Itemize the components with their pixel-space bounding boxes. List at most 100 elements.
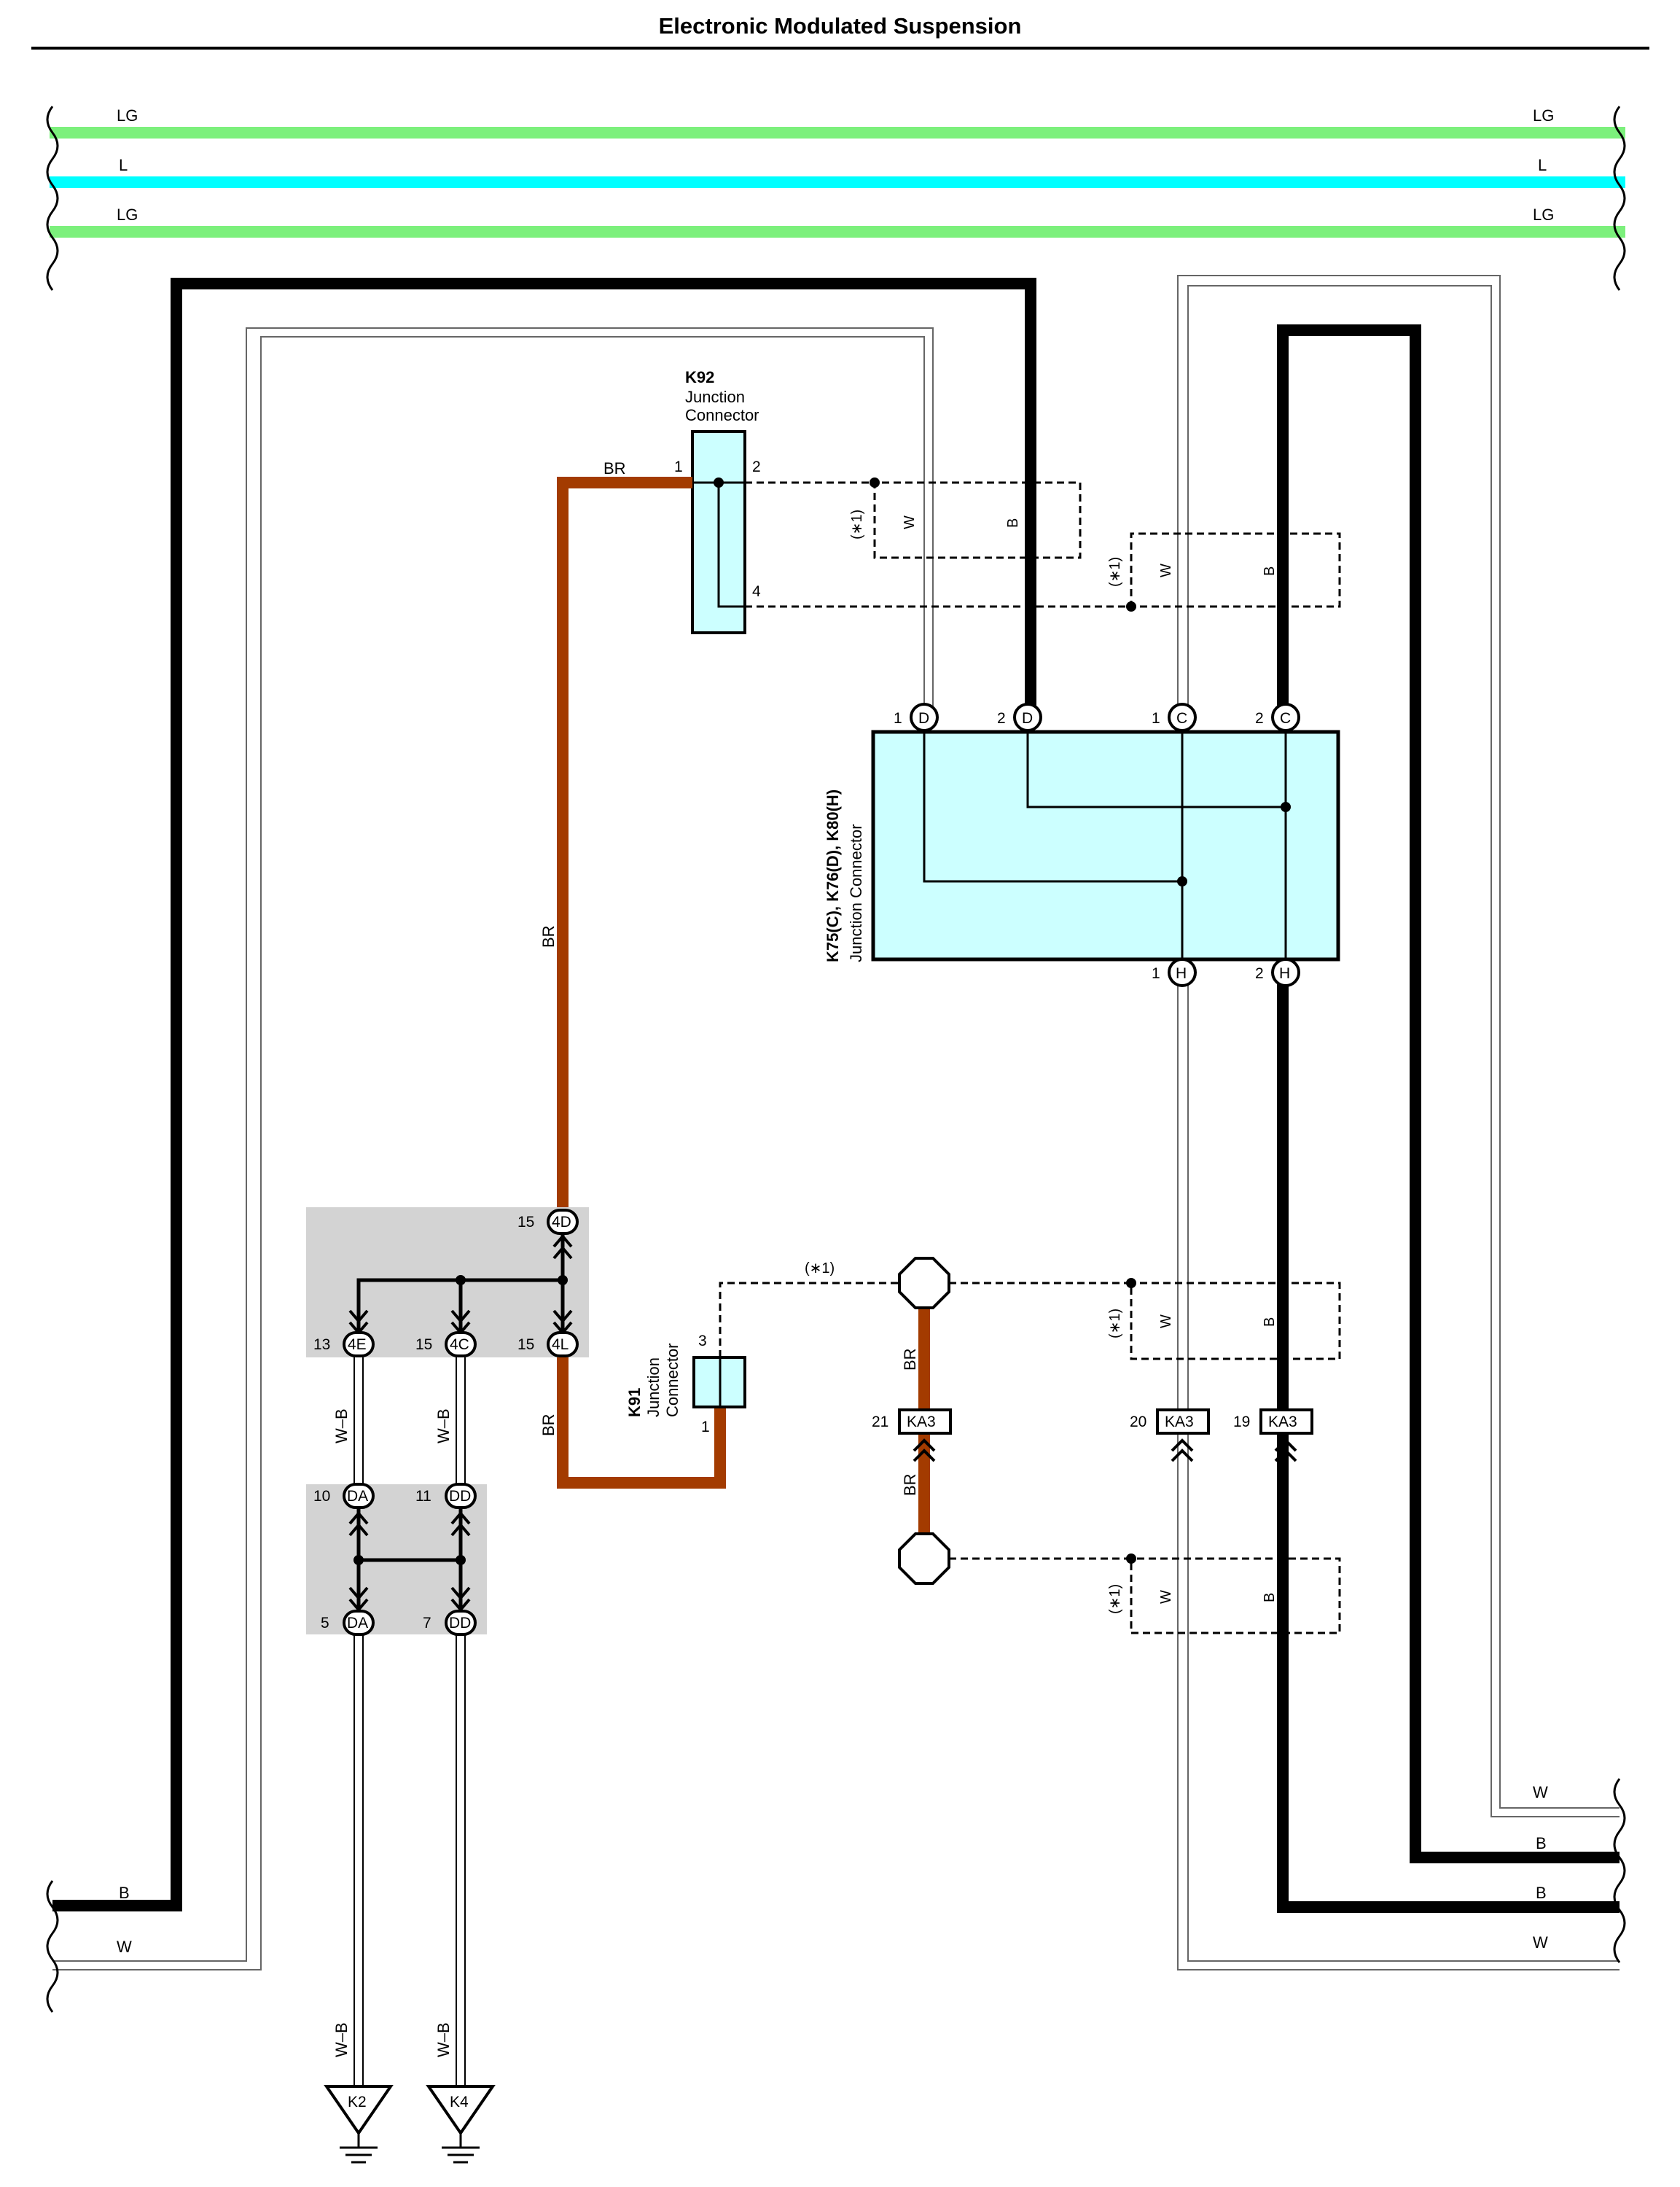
k91-code: K91 <box>625 1388 644 1417</box>
shield-b-label-3: B <box>1262 1317 1278 1327</box>
k92-pin-2: 2 <box>752 459 761 475</box>
ground-k2-label: K2 <box>348 2094 367 2110</box>
k75-pin-id-6: H <box>1279 965 1290 982</box>
k92-name-1: Junction <box>685 388 745 406</box>
option-note-3: (∗1) <box>805 1260 835 1276</box>
top-bus-wires: LG L LG LG L LG <box>46 106 1626 291</box>
ground-k4-label: K4 <box>450 2094 469 2110</box>
ka3-id-3: KA3 <box>1268 1414 1297 1430</box>
option-wiring-k92 <box>745 481 1341 608</box>
k91-name-2: Connector <box>663 1343 681 1417</box>
br-wire-k92 <box>557 477 692 1210</box>
splice-4-num-3: 15 <box>517 1336 534 1353</box>
wave-break-left <box>46 106 59 291</box>
option-note-1: (∗1) <box>849 510 865 539</box>
ground-k4: K4 <box>426 2085 496 2164</box>
k75-pin-num-4: 2 <box>1255 710 1264 727</box>
wire-label-br-vertical: BR <box>539 925 558 948</box>
lg-wire-2 <box>50 226 1625 238</box>
lg-wire-1 <box>50 127 1625 139</box>
wire-label-lg-right-2: LG <box>1533 206 1554 224</box>
wire-label-w-left: W <box>117 1938 132 1956</box>
k75-pin-num-2: 2 <box>997 710 1006 727</box>
splice-box-4: 15 4D 13 4E 15 4C 15 4L <box>306 1207 589 1357</box>
ka3-num-3: 19 <box>1233 1414 1250 1430</box>
shield-b-label-1: B <box>1005 518 1021 528</box>
ka3-num-1: 21 <box>872 1414 888 1430</box>
k75-pin-num-1: 1 <box>894 710 902 727</box>
splice-4-top-num: 15 <box>517 1214 534 1231</box>
splice-dot <box>1126 1278 1136 1288</box>
k92-pin-4: 4 <box>752 583 761 600</box>
option-wiring-k91 <box>719 1282 901 1357</box>
splice-d-num-3: 5 <box>321 1615 329 1632</box>
option-wiring-lower <box>949 1282 1341 1634</box>
wire-label-b-right-2: B <box>1536 1884 1547 1902</box>
wire-label-lg-left-2: LG <box>117 206 138 224</box>
wire-label-b-right-1: B <box>1536 1834 1547 1852</box>
wire-label-l-left: L <box>119 156 128 174</box>
k91-connector: 3 1 K91 Junction Connector <box>625 1333 746 1435</box>
wire-label-w-right-2: W <box>1533 1933 1548 1952</box>
splice-4-id-3: 4L <box>552 1336 569 1353</box>
k75-pin-id-2: D <box>1022 710 1033 727</box>
ground-k2: K2 <box>324 2085 394 2164</box>
splice-box-d: 10 DA 11 DD 5 DA 7 DD <box>306 1483 487 1636</box>
wave-break-bottom-left <box>46 1880 59 2013</box>
k75-pin-num-5: 1 <box>1152 965 1160 982</box>
shield-w-label-2: W <box>1158 564 1174 577</box>
splice-4-id-1: 4E <box>348 1336 367 1353</box>
ka3-id-1: KA3 <box>907 1414 936 1430</box>
wire-label-lg-right-1: LG <box>1533 106 1554 125</box>
k91-name-1: Junction <box>644 1357 663 1417</box>
splice-d-id-3: DA <box>347 1615 368 1632</box>
wire-label-wb-2: W–B <box>434 1408 453 1443</box>
k75-pin-num-6: 2 <box>1255 965 1264 982</box>
splice-d-id-1: DA <box>347 1488 368 1505</box>
wire-label-wb-3: W–B <box>332 2022 351 2057</box>
wave-break-bottom-right <box>1613 1778 1626 1963</box>
br-wire-k91 <box>557 1357 726 1489</box>
splice-4-top-id: 4D <box>552 1214 571 1231</box>
b-wire-left-loop <box>52 278 1036 1911</box>
splice-d-num-4: 7 <box>423 1615 431 1632</box>
wire-label-br-lower: BR <box>539 1414 558 1436</box>
k75-pin-id-1: D <box>918 710 929 727</box>
shield-b-label-4: B <box>1262 1593 1278 1602</box>
option-note-5: (∗1) <box>1107 1584 1123 1614</box>
k75-pin-id-3: C <box>1176 710 1187 727</box>
shield-w-label-3: W <box>1158 1314 1174 1328</box>
splice-dot <box>1126 1553 1136 1564</box>
wire-label-w-right-1: W <box>1533 1783 1548 1801</box>
wb-wires-upper <box>353 1357 466 1484</box>
splice-d-num-2: 11 <box>415 1488 431 1505</box>
wire-label-br-octagon-2: BR <box>901 1473 919 1496</box>
k91-pin-3: 3 <box>698 1333 707 1349</box>
k92-name-2: Connector <box>685 406 759 424</box>
shield-w-label-1: W <box>902 515 918 529</box>
w-wire-left-loop <box>52 327 934 1970</box>
wire-label-lg-left-1: LG <box>117 106 138 125</box>
splice-dot <box>1126 601 1136 612</box>
k75-name-2: Junction Connector <box>847 824 865 962</box>
option-note-2: (∗1) <box>1107 557 1123 587</box>
ka3-id-2: KA3 <box>1165 1414 1194 1430</box>
splice-d-num-1: 10 <box>313 1488 330 1505</box>
splice-dot <box>870 477 880 488</box>
shield-w-label-4: W <box>1158 1590 1174 1604</box>
k75-name-1: K75(C), K76(D), K80(H) <box>824 790 842 962</box>
wire-label-wb-1: W–B <box>332 1408 351 1443</box>
k92-connector: K92 Junction Connector 1 2 4 <box>674 368 761 634</box>
wave-break-right <box>1613 106 1626 291</box>
k75-pin-id-5: H <box>1176 965 1187 982</box>
k75-pin-id-4: C <box>1280 710 1291 727</box>
k75-junction-connector: 1 D 2 D 1 C 2 C 1 H 2 H K75(C), K76(D), … <box>824 703 1340 987</box>
wire-label-wb-4: W–B <box>434 2022 453 2057</box>
shield-b-label-2: B <box>1262 566 1278 576</box>
wire-label-l-right: L <box>1538 156 1547 174</box>
l-wire <box>50 176 1625 188</box>
w-wire-right-loop <box>1177 275 1620 1970</box>
k75-pin-num-3: 1 <box>1152 710 1160 727</box>
splice-d-id-2: DD <box>449 1488 471 1505</box>
b-wire-right-loop <box>1277 324 1620 1913</box>
